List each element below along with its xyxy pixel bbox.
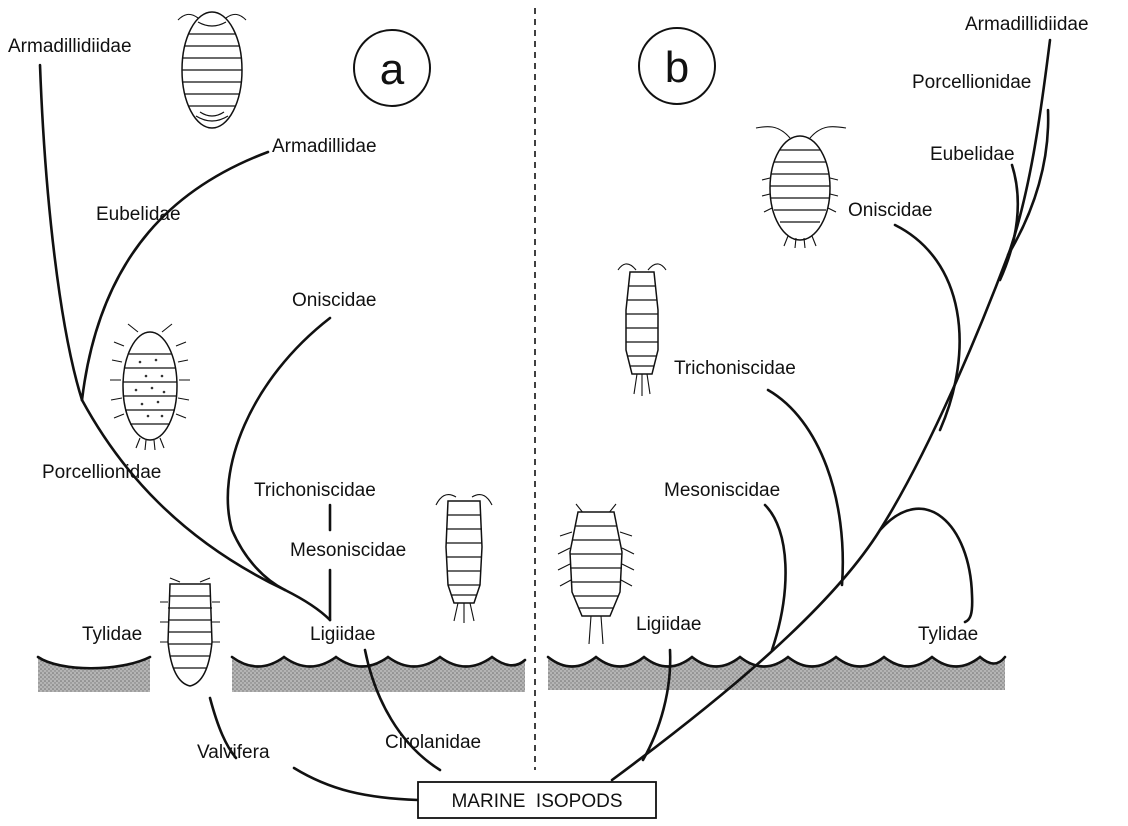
root-box: MARINE ISOPODS [417,781,657,819]
b-label-armadillidiidae: Armadillidiidae [965,14,1089,35]
panel-a-branches [38,63,442,802]
a-label-mesoniscidae: Mesoniscidae [290,540,406,561]
a-label-eubelidae: Eubelidae [96,204,181,225]
panel-a-letter: a [380,45,405,94]
panel-b-branches [610,38,1052,782]
panel-b-badge: b [638,27,716,105]
b-label-tylidae: Tylidae [918,624,978,645]
porcellionidae-isopod-icon [110,323,190,451]
sea-surface-right [546,655,1007,690]
a-label-oniscidae: Oniscidae [292,290,377,311]
a-label-trichoniscidae: Trichoniscidae [254,480,376,501]
a-label-valvifera: Valvifera [197,742,270,763]
panel-b-letter: b [665,43,689,92]
a-label-porcellionidae: Porcellionidae [42,462,161,483]
sea-surface-left [36,655,527,692]
b-label-mesoniscidae: Mesoniscidae [664,480,780,501]
root-label: MARINE ISOPODS [451,791,622,812]
b-label-eubelidae: Eubelidae [930,144,1015,165]
b-label-oniscidae: Oniscidae [848,200,933,221]
b-label-ligiidae: Ligiidae [636,614,702,635]
armadillidiidae-isopod-icon [177,11,247,129]
oniscidae-isopod-icon [755,126,847,249]
a-label-ligiidae: Ligiidae [310,624,376,645]
ligiidae-isopod-icon [557,503,635,645]
a-label-cirolanidae: Cirolanidae [385,732,481,753]
b-label-porcellionidae: Porcellionidae [912,72,1031,93]
a-label-tylidae: Tylidae [82,624,142,645]
b-label-trichoniscidae: Trichoniscidae [674,358,796,379]
panel-a-badge: a [353,29,431,107]
tylidae-isopod-icon [160,577,220,687]
trichoniscidae-isopod-icon [435,494,493,623]
a-label-armadillidiidae: Armadillidiidae [8,36,132,57]
a-label-armadillidae: Armadillidae [272,136,377,157]
trichoniscidae-isopod-icon-b [617,263,667,396]
